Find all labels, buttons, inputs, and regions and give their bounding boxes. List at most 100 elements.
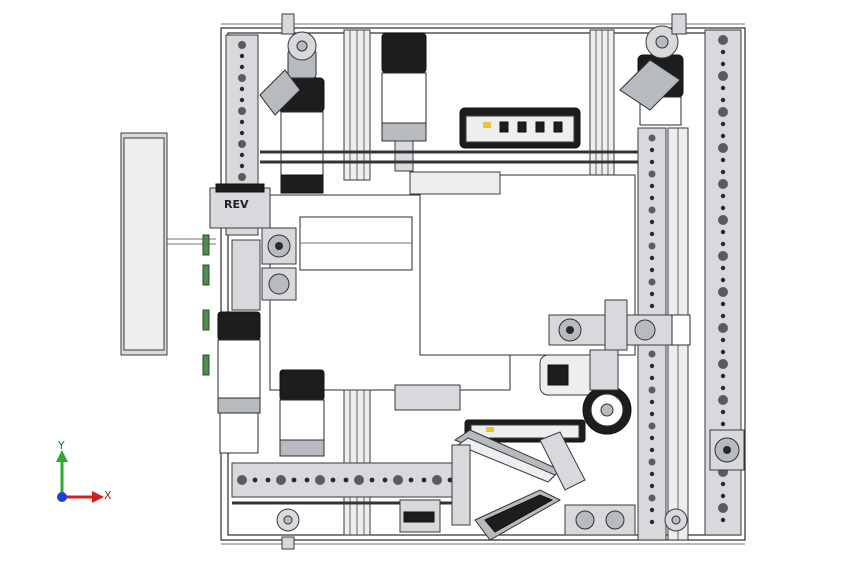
mount-hole <box>239 53 245 59</box>
mount-hole <box>720 385 726 391</box>
mount-hole <box>649 303 655 309</box>
hub-port <box>553 121 563 133</box>
mount-hole <box>239 64 245 70</box>
triad-y-label: Y <box>57 439 65 452</box>
mount-hole <box>421 477 427 483</box>
triad-y-arrow <box>56 450 68 462</box>
mount-hole <box>718 323 728 333</box>
mount-hole <box>720 517 726 523</box>
left-motor-band <box>280 174 324 194</box>
mount-hole <box>304 477 310 483</box>
mount-hole <box>649 375 655 381</box>
mount-hole <box>720 85 726 91</box>
mount-hole <box>238 74 246 82</box>
bottom-axle <box>281 536 295 550</box>
mount-hole <box>720 241 726 247</box>
mount-hole <box>649 399 655 405</box>
triad-z-axis <box>57 492 67 502</box>
mount-hole <box>718 359 728 369</box>
mount-hole <box>239 130 245 136</box>
mount-hole <box>718 143 728 153</box>
triad-x-label: X <box>104 489 112 502</box>
mount-hole <box>648 278 656 286</box>
mount-hole <box>393 475 403 485</box>
mount-hole <box>649 219 655 225</box>
bottom-motor-cap <box>279 369 325 401</box>
bottom-plate <box>394 384 461 411</box>
mount-hole <box>239 86 245 92</box>
center-motor-body <box>381 72 427 124</box>
coordinate-triad: Y X <box>56 439 112 503</box>
green-rail-segment <box>202 354 210 376</box>
mount-hole <box>369 477 375 483</box>
mount-hole <box>649 471 655 477</box>
green-rail-segment <box>202 309 210 331</box>
mount-hole <box>649 255 655 261</box>
side-plate-inner <box>123 137 165 351</box>
claw-arm-2 <box>456 437 556 483</box>
mount-hole <box>648 134 656 142</box>
mount-hole <box>720 61 726 67</box>
right-inner-holes <box>648 134 656 525</box>
mount-hole <box>720 49 726 55</box>
mount-hole <box>649 183 655 189</box>
mount-hole <box>718 179 728 189</box>
claw-plate-inner <box>484 494 554 533</box>
mount-hole <box>649 267 655 273</box>
mount-hole <box>720 205 726 211</box>
mount-hole <box>276 475 286 485</box>
mount-hole <box>718 107 728 117</box>
mount-hole <box>648 242 656 250</box>
mount-hole <box>720 229 726 235</box>
green-rail-segment <box>202 264 210 286</box>
center-motor-cap <box>381 32 427 74</box>
mount-hole <box>718 215 728 225</box>
mount-hole <box>648 350 656 358</box>
mount-hole <box>354 475 364 485</box>
rev-servo-block <box>209 187 271 229</box>
green-rail-segment <box>202 234 210 256</box>
mount-hole <box>649 411 655 417</box>
left-channel-lower <box>231 239 261 311</box>
horizontal-motor-cap <box>547 364 569 386</box>
mount-hole <box>447 477 453 483</box>
mount-hole <box>648 170 656 178</box>
mount-hole <box>718 71 728 81</box>
bottom-motor-band <box>279 439 325 457</box>
mount-hole <box>239 163 245 169</box>
mount-hole <box>252 477 258 483</box>
mount-hole <box>649 519 655 525</box>
mount-hole <box>648 494 656 502</box>
mount-hole <box>649 447 655 453</box>
mount-hole <box>649 147 655 153</box>
lift-bracket-end <box>671 314 691 346</box>
top-axle <box>281 13 295 35</box>
mount-hole <box>648 206 656 214</box>
mount-hole <box>237 475 247 485</box>
mount-hole <box>239 152 245 158</box>
mount-hole <box>432 475 442 485</box>
left-lower-motor-base <box>219 412 259 454</box>
mount-hole <box>720 337 726 343</box>
motor-mount-2 <box>604 299 628 351</box>
bottom-servo-cap <box>403 511 435 523</box>
mount-hole <box>718 251 728 261</box>
mount-hole <box>720 421 726 427</box>
mount-hole <box>720 193 726 199</box>
mount-hole <box>382 477 388 483</box>
mount-hole <box>265 477 271 483</box>
mount-hole <box>330 477 336 483</box>
mount-hole <box>238 41 246 49</box>
chassis-frame-outer <box>220 27 746 541</box>
left-lower-motor-band <box>217 397 261 414</box>
mount-hole <box>649 159 655 165</box>
claw-bracket <box>451 444 471 526</box>
mount-hole <box>238 173 246 181</box>
mount-hole <box>718 35 728 45</box>
hub-port <box>535 121 545 133</box>
angled-bracket <box>259 69 301 116</box>
mount-hole <box>720 121 726 127</box>
mount-hole <box>718 503 728 513</box>
